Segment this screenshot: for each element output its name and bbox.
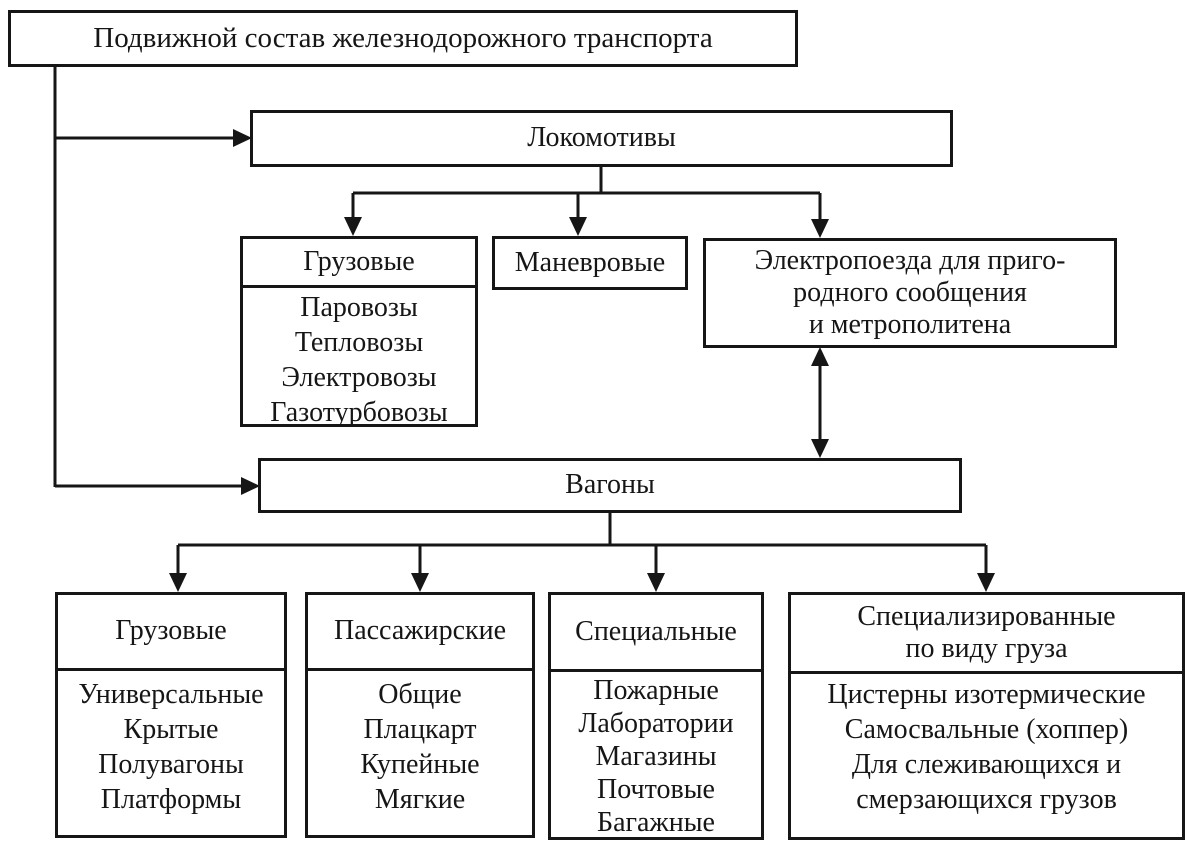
wagon-passenger-title: Пассажирские	[333, 615, 507, 647]
loco-freight-list: Паровозы Тепловозы Электровозы Газотурбо…	[243, 288, 475, 430]
list-item: Универсальные	[78, 679, 264, 710]
loco-electrotrains-box: Электропоезда для приго- родного сообщен…	[703, 238, 1117, 348]
wagon-specialized-header: Специализированные по виду груза	[791, 595, 1182, 674]
wagon-special-title: Специальные	[575, 615, 737, 647]
loco-freight-box: Грузовые Паровозы Тепловозы Электровозы …	[240, 236, 478, 430]
wagon-specialized-list: Цистерны изотермические Самосвальные (хо…	[791, 674, 1182, 817]
wagon-freight-list: Универсальные Крытые Полувагоны Платформ…	[58, 671, 284, 817]
loco-electrotrains-title: Электропоезда для приго- родного сообщен…	[755, 245, 1066, 341]
list-item: Почтовые	[597, 774, 715, 805]
list-item: Платформы	[100, 784, 242, 815]
list-item: Газотурбовозы	[270, 397, 448, 428]
wagons-label: Вагоны	[565, 469, 655, 501]
arrowhead-loco-child-2	[569, 217, 587, 236]
loco-freight-title: Грузовые	[303, 245, 415, 277]
list-item: Мягкие	[374, 784, 466, 815]
list-item: Купейные	[360, 749, 480, 780]
root-label: Подвижной состав железнодорожного трансп…	[93, 21, 713, 54]
wagon-freight-box: Грузовые Универсальные Крытые Полувагоны…	[55, 592, 287, 838]
list-item: Пожарные	[593, 675, 719, 706]
list-item: Тепловозы	[294, 327, 424, 358]
list-item: Багажные	[597, 807, 715, 838]
wagon-freight-title: Грузовые	[115, 615, 227, 647]
list-item: Магазины	[595, 741, 717, 772]
list-item: Паровозы	[300, 292, 418, 323]
arrowhead-loco-child-1	[344, 217, 362, 236]
wagon-special-list: Пожарные Лаборатории Магазины Почтовые Б…	[551, 672, 761, 839]
title-line: и метрополитена	[808, 309, 1012, 340]
list-item: Общие	[378, 679, 462, 710]
list-item: смерзающихся грузов	[856, 784, 1117, 815]
title-line: Специализированные	[857, 601, 1116, 632]
wagon-passenger-header: Пассажирские	[308, 595, 532, 671]
loco-shunting-title: Маневровые	[514, 246, 666, 278]
list-item: Для слеживающихся и	[851, 749, 1122, 780]
wagon-special-box: Специальные Пожарные Лаборатории Магазин…	[548, 592, 764, 840]
list-item: Крытые	[123, 714, 219, 745]
list-item: Электровозы	[281, 362, 437, 393]
title-line: родного сообщения	[793, 277, 1027, 308]
arrowhead-electro-up	[811, 347, 829, 366]
arrowhead-electro-down	[811, 439, 829, 458]
locomotives-label: Локомотивы	[527, 122, 676, 154]
list-item: Полувагоны	[98, 749, 244, 780]
arrowhead-wagon-child-1	[169, 573, 187, 592]
arrowhead-into-locomotives	[233, 129, 252, 147]
list-item: Лаборатории	[578, 708, 734, 739]
arrowhead-wagon-child-2	[411, 573, 429, 592]
wagon-passenger-box: Пассажирские Общие Плацкарт Купейные Мяг…	[305, 592, 535, 838]
locomotives-box: Локомотивы	[250, 110, 953, 167]
title-line: Электропоезда для приго-	[754, 245, 1066, 276]
title-line: по виду груза	[905, 633, 1068, 664]
arrowhead-into-wagons	[241, 477, 260, 495]
wagon-freight-header: Грузовые	[58, 595, 284, 671]
list-item: Цистерны изотермические	[827, 679, 1146, 710]
loco-shunting-box: Маневровые	[492, 236, 688, 290]
arrowhead-wagon-child-4	[977, 573, 995, 592]
root-box: Подвижной состав железнодорожного трансп…	[8, 10, 798, 67]
wagon-passenger-list: Общие Плацкарт Купейные Мягкие	[308, 671, 532, 817]
list-item: Самосвальные (хоппер)	[844, 714, 1129, 745]
wagon-special-header: Специальные	[551, 595, 761, 672]
loco-freight-header: Грузовые	[243, 239, 475, 288]
list-item: Плацкарт	[363, 714, 477, 745]
wagons-box: Вагоны	[258, 458, 962, 513]
wagon-specialized-box: Специализированные по виду груза Цистерн…	[788, 592, 1185, 840]
arrowhead-loco-child-3	[811, 219, 829, 238]
arrowhead-wagon-child-3	[647, 573, 665, 592]
